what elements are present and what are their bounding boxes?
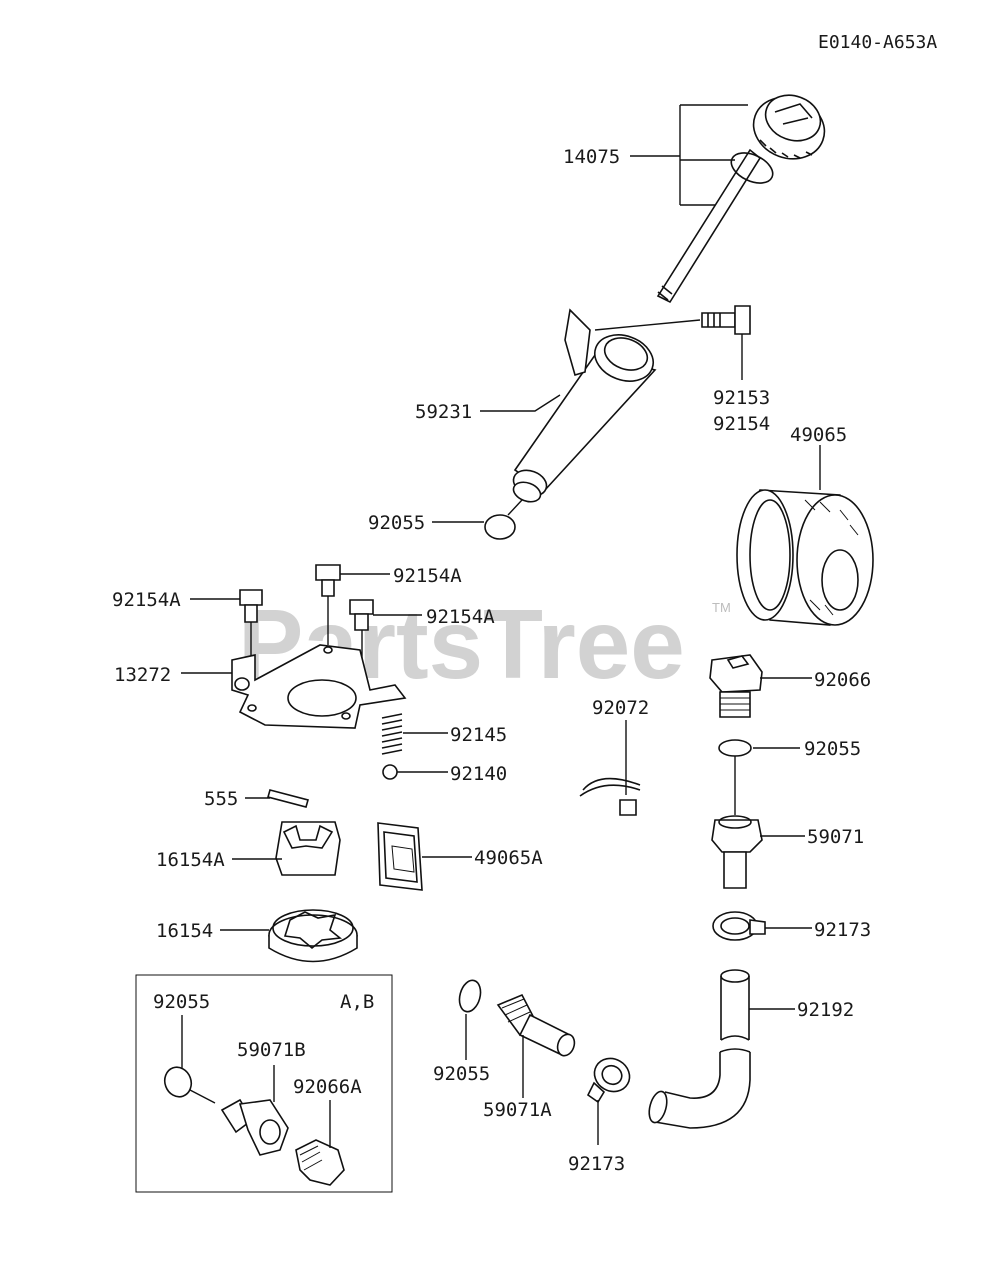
part-92066-drain-plug[interactable] (709, 654, 812, 718)
part-92192-hose[interactable] (646, 969, 795, 1129)
label-92055-lower: 92055 (433, 1063, 490, 1085)
part-92072-band[interactable] (579, 720, 641, 816)
part-49065A-screen[interactable] (377, 822, 472, 891)
part-59231-filler-tube[interactable] (480, 308, 660, 505)
part-59071B-fitting[interactable] (220, 1065, 289, 1156)
label-59071B: 59071B (237, 1039, 306, 1061)
label-92066: 92066 (814, 669, 871, 691)
part-92140-ball[interactable] (382, 764, 448, 780)
part-92173-clamp-lower[interactable] (586, 1052, 636, 1145)
label-92140: 92140 (450, 763, 507, 785)
part-59071A-fitting[interactable] (496, 993, 577, 1098)
label-92192: 92192 (797, 999, 854, 1021)
label-555: 555 (204, 788, 238, 810)
label-92173-upper: 92173 (814, 919, 871, 941)
label-92153: 92153 (713, 387, 770, 409)
label-92055-tube: 92055 (368, 512, 425, 534)
part-92055-lower-oring[interactable] (456, 978, 484, 1060)
part-49065-oil-filter[interactable] (736, 445, 874, 626)
part-92173-clamp-upper[interactable] (712, 911, 812, 941)
inset-label: A,B (340, 991, 374, 1013)
label-92066A: 92066A (293, 1076, 362, 1098)
part-92154A-bolt-2[interactable] (315, 564, 390, 645)
part-92153-bolt[interactable] (594, 305, 751, 380)
part-59071-fitting[interactable] (711, 756, 805, 889)
label-16154A: 16154A (156, 849, 225, 871)
label-92154: 92154 (713, 413, 770, 435)
label-59071: 59071 (807, 826, 864, 848)
part-16154A-inner-rotor[interactable] (232, 821, 341, 876)
inset-box (135, 974, 393, 1193)
label-92154A-2: 92154A (393, 565, 462, 587)
part-555-pin[interactable] (245, 789, 309, 808)
part-92055-tube-oring[interactable] (432, 499, 523, 540)
label-49065A: 49065A (474, 847, 543, 869)
label-92154A-3: 92154A (426, 606, 495, 628)
label-92154A-1: 92154A (112, 589, 181, 611)
part-16154-outer-rotor[interactable] (220, 909, 358, 963)
label-59231: 59231 (415, 401, 472, 423)
diagram-code: E0140-A653A (818, 32, 937, 53)
part-92066A-plug[interactable] (295, 1100, 345, 1186)
part-92055-inset-oring[interactable] (161, 1015, 216, 1104)
label-92173-lower: 92173 (568, 1153, 625, 1175)
label-92055-inset: 92055 (153, 991, 210, 1013)
label-92145: 92145 (450, 724, 507, 746)
part-14075-dipstick[interactable] (630, 87, 833, 304)
part-13272-plate[interactable] (181, 644, 407, 729)
label-92055-drain: 92055 (804, 738, 861, 760)
trademark: TM (712, 600, 731, 615)
label-59071A: 59071A (483, 1099, 552, 1121)
label-13272: 13272 (114, 664, 171, 686)
label-14075: 14075 (563, 146, 620, 168)
part-92055-drain-oring[interactable] (718, 739, 800, 757)
label-49065: 49065 (790, 424, 847, 446)
label-16154: 16154 (156, 920, 213, 942)
part-92145-spring[interactable] (381, 713, 448, 755)
label-92072: 92072 (592, 697, 649, 719)
